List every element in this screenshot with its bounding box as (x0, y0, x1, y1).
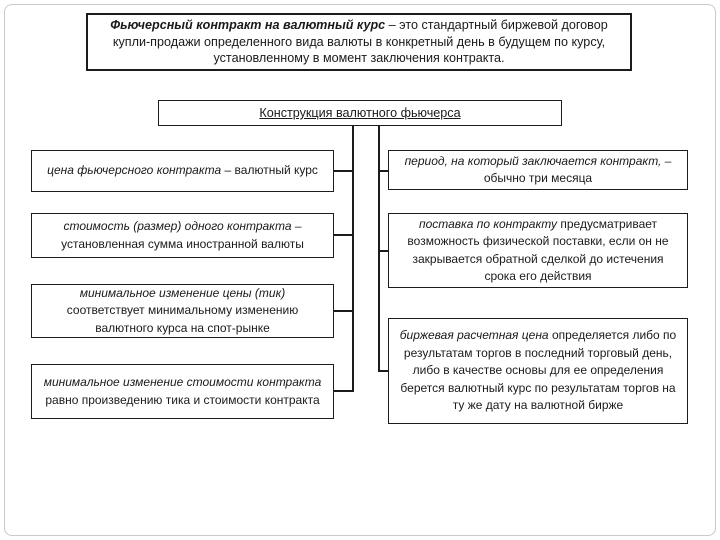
node-delivery-desc: предусматривает возможность физической п… (407, 216, 669, 284)
node-tick: минимальное изменение цены (тик) соответ… (31, 284, 334, 338)
node-period-term: период, на который заключается контракт,… (404, 153, 672, 168)
node-period-desc: обычно три месяца (483, 171, 593, 185)
connector-left-vertical (352, 126, 354, 392)
connector-left-stub-1 (334, 170, 353, 172)
node-tick-term: минимальное изменение цены (тик) (79, 285, 286, 300)
connector-left-stub-3 (334, 310, 353, 312)
definition-lead: Фьючерсный контракт на валютный курс (110, 18, 386, 33)
node-period-text: период, на который заключается контракт,… (397, 153, 679, 188)
connector-right-stub-2 (378, 250, 389, 252)
node-settlement-price-desc: определяется либо по результатам торгов … (400, 328, 677, 413)
node-settlement-price: биржевая расчетная цена определяется либ… (388, 318, 688, 424)
node-price-desc: – валютный курс (224, 163, 318, 178)
node-price: цена фьючерсного контракта – валютный ку… (31, 150, 334, 192)
node-size-term: стоимость (размер) одного контракта – (63, 219, 302, 233)
connector-right-vertical (378, 126, 380, 371)
node-min-value-change: минимальное изменение стоимости контракт… (31, 364, 334, 419)
node-price-text: цена фьючерсного контракта – валютный ку… (47, 162, 318, 180)
node-period: период, на который заключается контракт,… (388, 150, 688, 190)
node-settlement-price-term: биржевая расчетная цена (399, 328, 549, 343)
node-size-text: стоимость (размер) одного контракта – ус… (40, 218, 325, 253)
structure-title-box: Конструкция валютного фьючерса (158, 100, 562, 126)
node-delivery: поставка по контракту предусматривает во… (388, 213, 688, 288)
node-delivery-term: поставка по контракту (418, 216, 558, 231)
node-size: стоимость (размер) одного контракта – ус… (31, 213, 334, 258)
node-tick-text: минимальное изменение цены (тик) соответ… (40, 285, 325, 338)
connector-left-stub-4 (334, 390, 353, 392)
node-size-desc: установленная сумма иностранной валюты (61, 236, 304, 251)
node-min-value-change-desc: равно произведению тика и стоимости конт… (45, 392, 320, 407)
definition-text: Фьючерсный контракт на валютный курс – э… (100, 17, 618, 67)
node-min-value-change-text: минимальное изменение стоимости контракт… (40, 374, 325, 409)
structure-title: Конструкция валютного фьючерса (259, 106, 461, 120)
node-price-term: цена фьючерсного контракта (47, 163, 222, 178)
node-delivery-text: поставка по контракту предусматривает во… (397, 216, 679, 286)
definition-rest: – это стандартный биржевой договор купли… (112, 18, 608, 66)
node-min-value-change-term: минимальное изменение стоимости контракт… (43, 375, 322, 389)
node-settlement-price-text: биржевая расчетная цена определяется либ… (397, 327, 679, 415)
connector-right-stub-1 (378, 170, 389, 172)
connector-right-stub-3 (378, 370, 389, 372)
definition-box: Фьючерсный контракт на валютный курс – э… (86, 13, 632, 71)
connector-left-stub-2 (334, 234, 353, 236)
node-tick-desc: соответствует минимальному изменению вал… (66, 303, 299, 335)
